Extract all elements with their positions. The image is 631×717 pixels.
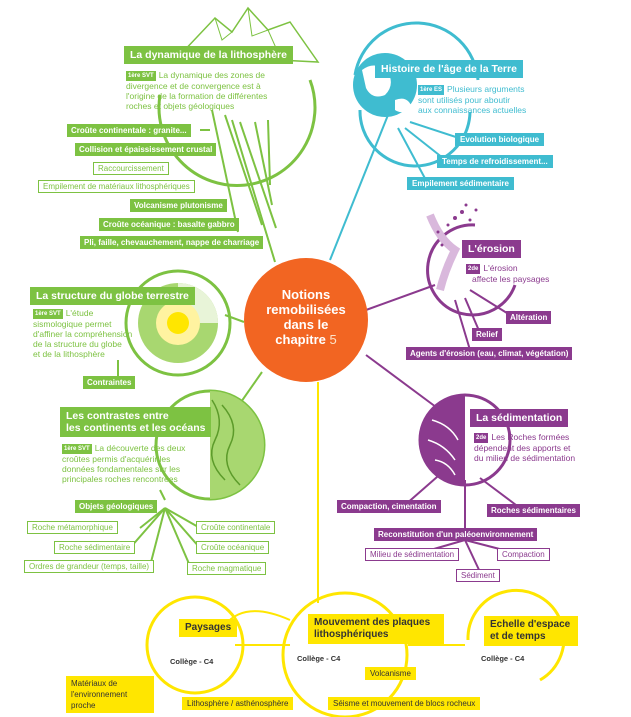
center-line1: Notions (281, 287, 331, 302)
histoire-title: Histoire de l'âge de la Terre (375, 60, 523, 78)
lithosphere-item: Empilement de matériaux lithosphériques (38, 180, 195, 193)
objets-geologiques: Objets géologiques (75, 500, 158, 513)
center-line3: dans le (283, 317, 329, 332)
contrastes-item: Ordres de grandeur (temps, taille) (24, 560, 155, 573)
sedimentation-item: Compaction, cimentation (337, 500, 441, 513)
echelle-college: Collège - C4 (481, 654, 525, 663)
paysages-title: Paysages (179, 619, 238, 637)
contrastes-item: Roche sédimentaire (54, 541, 136, 554)
erosion-item: Altération (506, 311, 552, 324)
erosion-illustration (426, 203, 517, 317)
continents-oceans-illustration (154, 389, 266, 501)
sedimentation-subitem: Compaction (497, 548, 550, 561)
lithosphere-item: Volcanisme plutonisme (130, 199, 227, 212)
center-line4: chapitre (275, 332, 326, 347)
sedimentation-subitem: Sédiment (456, 569, 500, 582)
sedimentation-illustration (418, 393, 512, 487)
histoire-item: Evolution biologique (455, 133, 545, 146)
lithosphere-item: Collision et épaississement crustal (75, 143, 217, 156)
lithosphere-badge: 1ère SVT (126, 71, 156, 81)
contrastes-item: Roche métamorphique (27, 521, 118, 534)
structure-title: La structure du globe terrestre (30, 287, 195, 305)
sedimentation-title: La sédimentation (470, 409, 569, 427)
erosion-item: Agents d'érosion (eau, climat, végétatio… (406, 347, 573, 360)
lithosphere-title: La dynamique de la lithosphère (124, 46, 293, 64)
chapter-number: 5 (329, 332, 337, 347)
center-node: Notions remobilisées dans le chapitre 5 (244, 258, 368, 382)
sedimentation-badge: 2de (474, 433, 489, 443)
structure-item: Contraintes (83, 376, 136, 389)
lithosphere-item: Raccourcissement (93, 162, 169, 175)
lithosphere-item: Croûte océanique : basalte gabbro (99, 218, 239, 231)
mouvement-item: Volcanisme (365, 667, 416, 680)
center-line2: remobilisées (266, 302, 346, 317)
erosion-badge: 2de (466, 264, 481, 274)
mouvement-college: Collège - C4 (297, 654, 341, 663)
contrastes-item: Croûte continentale (196, 521, 276, 534)
mouvement-item: Séisme et mouvement de blocs rocheux (328, 697, 481, 710)
erosion-item: Relief (472, 328, 502, 341)
sedimentation-item: Roches sédimentaires (487, 504, 580, 517)
sedimentation-item: Reconstitution d'un paléoenvironnement (374, 528, 538, 541)
paysages-item: Matériaux de l'environnement proche (66, 676, 154, 713)
contrastes-item: Roche magmatique (187, 562, 267, 575)
sedimentation-subitem: Milieu de sédimentation (365, 548, 460, 561)
contrastes-badge: 1ère SVT (62, 444, 92, 454)
histoire-badge: 1ère ES (418, 85, 445, 95)
contrastes-item: Croûte océanique (196, 541, 270, 554)
lithosphere-item: Croûte continentale : granite... (67, 124, 191, 137)
paysages-college: Collège - C4 (170, 657, 214, 666)
structure-badge: 1ère SVT (33, 309, 63, 319)
mouvement-item: Lithosphère / asthénosphère (182, 697, 294, 710)
mouvement-title: Mouvement des plaques lithosphériques (308, 614, 444, 644)
echelle-title: Echelle d'espace et de temps (484, 616, 578, 646)
histoire-item: Temps de refroidissement... (437, 155, 553, 168)
contrastes-title: Les contrastes entre les continents et l… (60, 407, 212, 437)
college-circles (145, 588, 566, 717)
lithosphere-item: Pli, faille, chevauchement, nappe de cha… (80, 236, 264, 249)
erosion-title: L'érosion (462, 240, 521, 258)
histoire-item: Empilement sédimentaire (407, 177, 514, 190)
